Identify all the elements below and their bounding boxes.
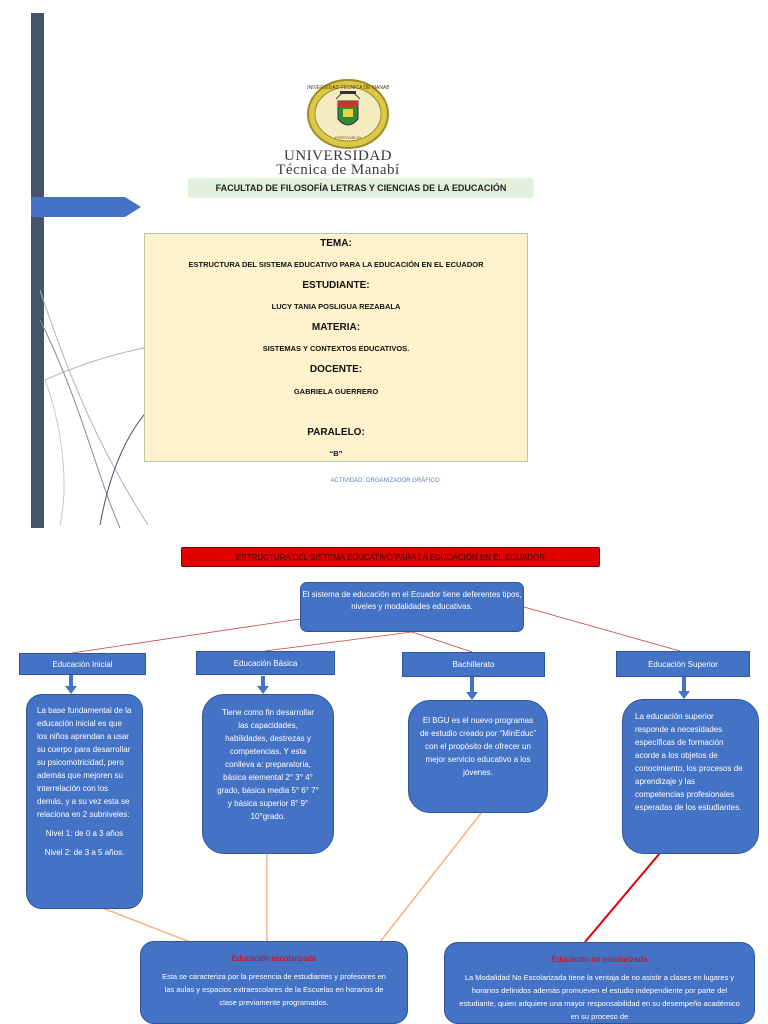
sidebar-arrow-tab xyxy=(31,197,125,217)
materia-value: SISTEMAS Y CONTEXTOS EDUCATIVOS. xyxy=(262,344,410,353)
diagram-title: ESTRUCTURA DEL SISTEMA EDUCATIVO PARA LA… xyxy=(181,547,600,567)
category-educacion-superior: Educación Superior xyxy=(616,651,750,677)
docente-value: GABRIELA GUERRERO xyxy=(293,387,379,396)
inicial-level-2: Nivel 2: de 3 a 5 años. xyxy=(44,848,125,857)
inicial-description-box: La base fundamental de la educación inic… xyxy=(26,694,143,909)
no-escolarizada-text: La Modalidad No Escolarizada tiene la ve… xyxy=(459,973,740,1021)
inicial-level-1: Nivel 1: de 0 a 3 años xyxy=(45,829,124,838)
tema-value: ESTRUCTURA DEL SISTEMA EDUCATIVO PARA LA… xyxy=(188,260,484,269)
basica-description: Tiene como fin desarrollar las capacidad… xyxy=(217,708,319,821)
university-name-line1: Universidad xyxy=(284,148,392,164)
escolarizada-title: Educación escolarizada xyxy=(231,954,317,963)
materia-label: MATERIA: xyxy=(311,322,361,333)
category-educacion-basica: Educación Básica xyxy=(196,651,335,675)
tema-label: TEMA: xyxy=(320,238,352,249)
svg-text:PORTOVIEJO: PORTOVIEJO xyxy=(335,135,361,140)
sidebar-arrow-tip xyxy=(125,197,141,217)
university-name-line2: Técnica de Manabí xyxy=(276,162,400,178)
category-bachillerato: Bachillerato xyxy=(402,652,545,677)
paralelo-value: “B” xyxy=(329,449,343,458)
bachillerato-description-box: El BGU es el nuevo programas de estudio … xyxy=(408,700,548,813)
bachillerato-description: El BGU es el nuevo programas de estudio … xyxy=(419,716,537,777)
university-logo: UNIVERSIDAD TÉCNICA DE MANABÍ PORTOVIEJO xyxy=(307,79,389,149)
escolarizada-box: Educación escolarizada Esta se caracteri… xyxy=(140,941,408,1024)
cover-info-box: TEMA: ESTRUCTURA DEL SISTEMA EDUCATIVO P… xyxy=(144,233,528,462)
inicial-description: La base fundamental de la educación inic… xyxy=(37,706,132,819)
superior-description: La educación superior responde a necesid… xyxy=(635,712,743,812)
category-educacion-inicial: Educación Inicial xyxy=(19,653,146,675)
svg-text:UNIVERSIDAD TÉCNICA DE MANABÍ: UNIVERSIDAD TÉCNICA DE MANABÍ xyxy=(307,84,389,91)
no-escolarizada-title: Educación no escolarizada xyxy=(551,955,648,964)
faculty-band: FACULTAD DE FILOSOFÍA LETRAS Y CIENCIAS … xyxy=(188,178,534,198)
superior-description-box: La educación superior responde a necesid… xyxy=(622,699,759,854)
activity-caption: ACTIVIDAD: ORGANIZADOR GRÁFICO xyxy=(330,478,440,484)
estudiante-value: LUCY TANIA POSLIGUA REZABALA xyxy=(271,302,401,311)
escolarizada-text: Esta se caracteriza por la presencia de … xyxy=(162,972,386,1007)
basica-description-box: Tiene como fin desarrollar las capacidad… xyxy=(202,694,334,854)
docente-label: DOCENTE: xyxy=(309,364,363,375)
university-name: Universidad Técnica de Manabí xyxy=(248,148,428,178)
no-escolarizada-box: Educación no escolarizada La Modalidad N… xyxy=(444,942,755,1024)
root-concept-box: El sistema de educación en el Ecuador ti… xyxy=(300,582,524,632)
sidebar-bar xyxy=(31,13,44,528)
paralelo-label: PARALELO: xyxy=(307,427,365,438)
estudiante-label: ESTUDIANTE: xyxy=(302,280,370,291)
